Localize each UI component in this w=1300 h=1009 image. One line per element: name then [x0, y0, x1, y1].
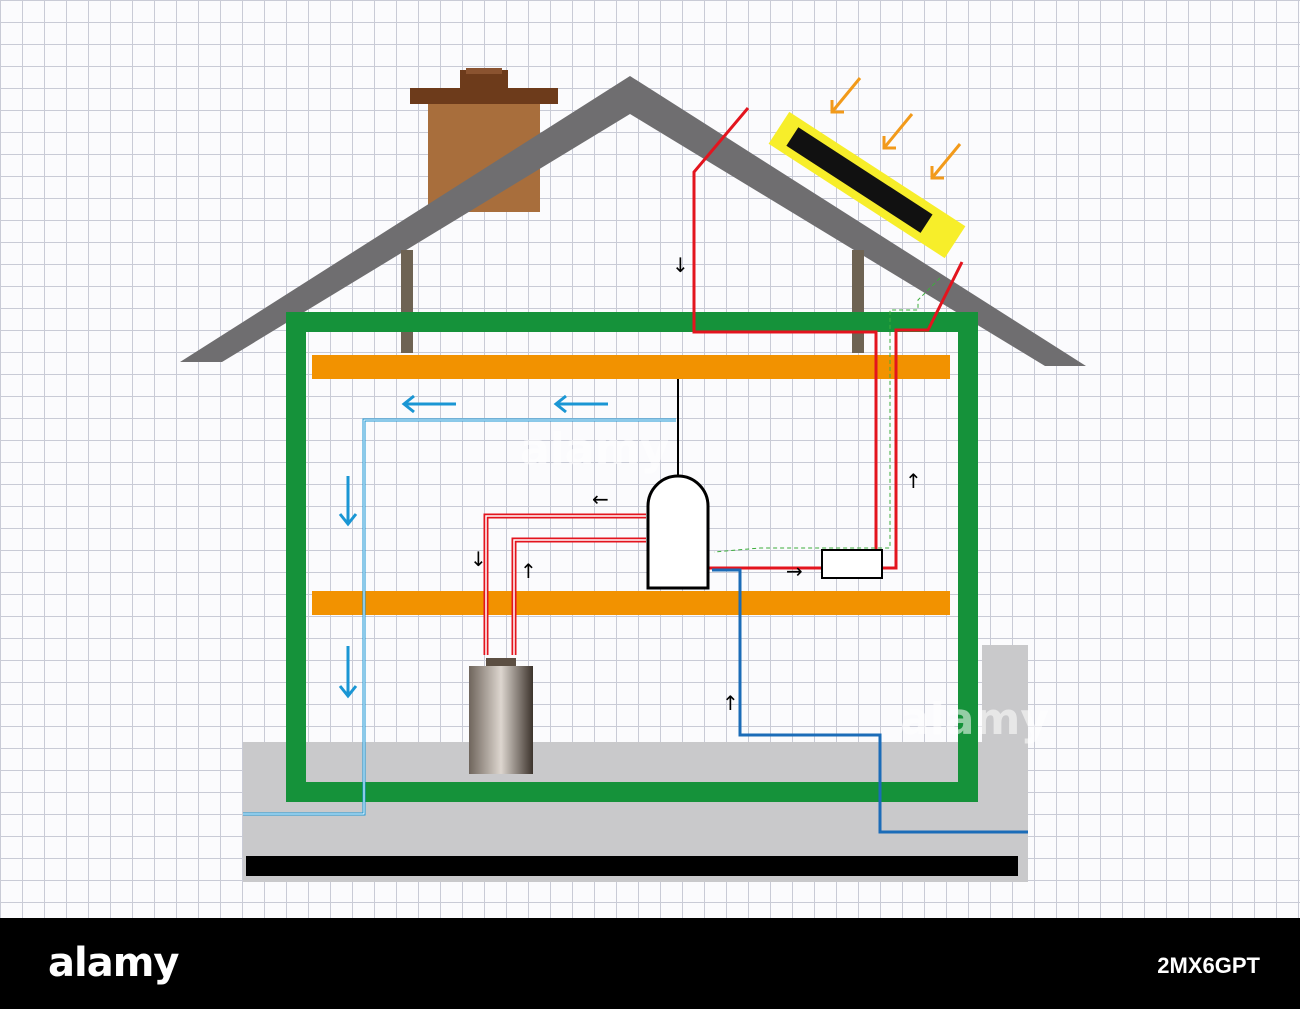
- hot-pipe-outer-inner-line: [485, 515, 646, 655]
- heat-exchanger: [821, 549, 883, 579]
- image-reference-code: 2MX6GPT: [1157, 953, 1260, 978]
- hot-water-cylinder: [646, 474, 710, 590]
- cold-water-inner: [243, 419, 676, 815]
- boiler: [469, 666, 533, 774]
- chimney-pot: [460, 70, 508, 92]
- flow-arrow-attic-down: ↓: [672, 253, 689, 277]
- dashed-sensor-line: [713, 277, 941, 553]
- solar-panel: [786, 127, 933, 233]
- footer-bar: alamy 2MX6GPT: [0, 918, 1300, 1009]
- flow-arrow-exchanger-right: →: [786, 559, 803, 583]
- attic-floor: [312, 355, 950, 379]
- foundation-bar: [246, 856, 1018, 876]
- flow-arrow-return-up: ↑: [905, 469, 922, 493]
- boiler-top: [486, 658, 516, 668]
- hot-pipe-inner-inner-line: [513, 539, 646, 655]
- solar-water-heating-house-diagram: ↓ ↑ ← ↓ ↑ → ↑: [180, 68, 1086, 882]
- chimney-pot-rim: [466, 68, 502, 74]
- brand-logo-text: alamy: [48, 940, 179, 986]
- upper-floor: [312, 591, 950, 615]
- graph-paper-background: [0, 0, 1300, 918]
- flow-arrow-hot-down: ↓: [470, 547, 487, 571]
- ground-slab: [243, 645, 1028, 882]
- flow-arrow-mains-up: ↑: [722, 691, 739, 715]
- solar-hot-loop: [692, 107, 878, 556]
- sun-rays: [830, 77, 962, 180]
- cold-flow-arrows: [338, 394, 608, 699]
- attic-post-left: [401, 250, 413, 353]
- flow-arrow-cylinder-left: ←: [592, 487, 609, 511]
- solar-return-loop: [882, 261, 964, 570]
- hot-pipe-outer: [483, 513, 646, 655]
- flow-arrow-hot-up: ↑: [520, 559, 537, 583]
- chimney-cap: [410, 88, 558, 104]
- house-walls: [286, 312, 978, 802]
- solar-collector: [768, 111, 966, 259]
- mains-water-supply: [712, 568, 1028, 834]
- attic-post-right: [852, 250, 864, 353]
